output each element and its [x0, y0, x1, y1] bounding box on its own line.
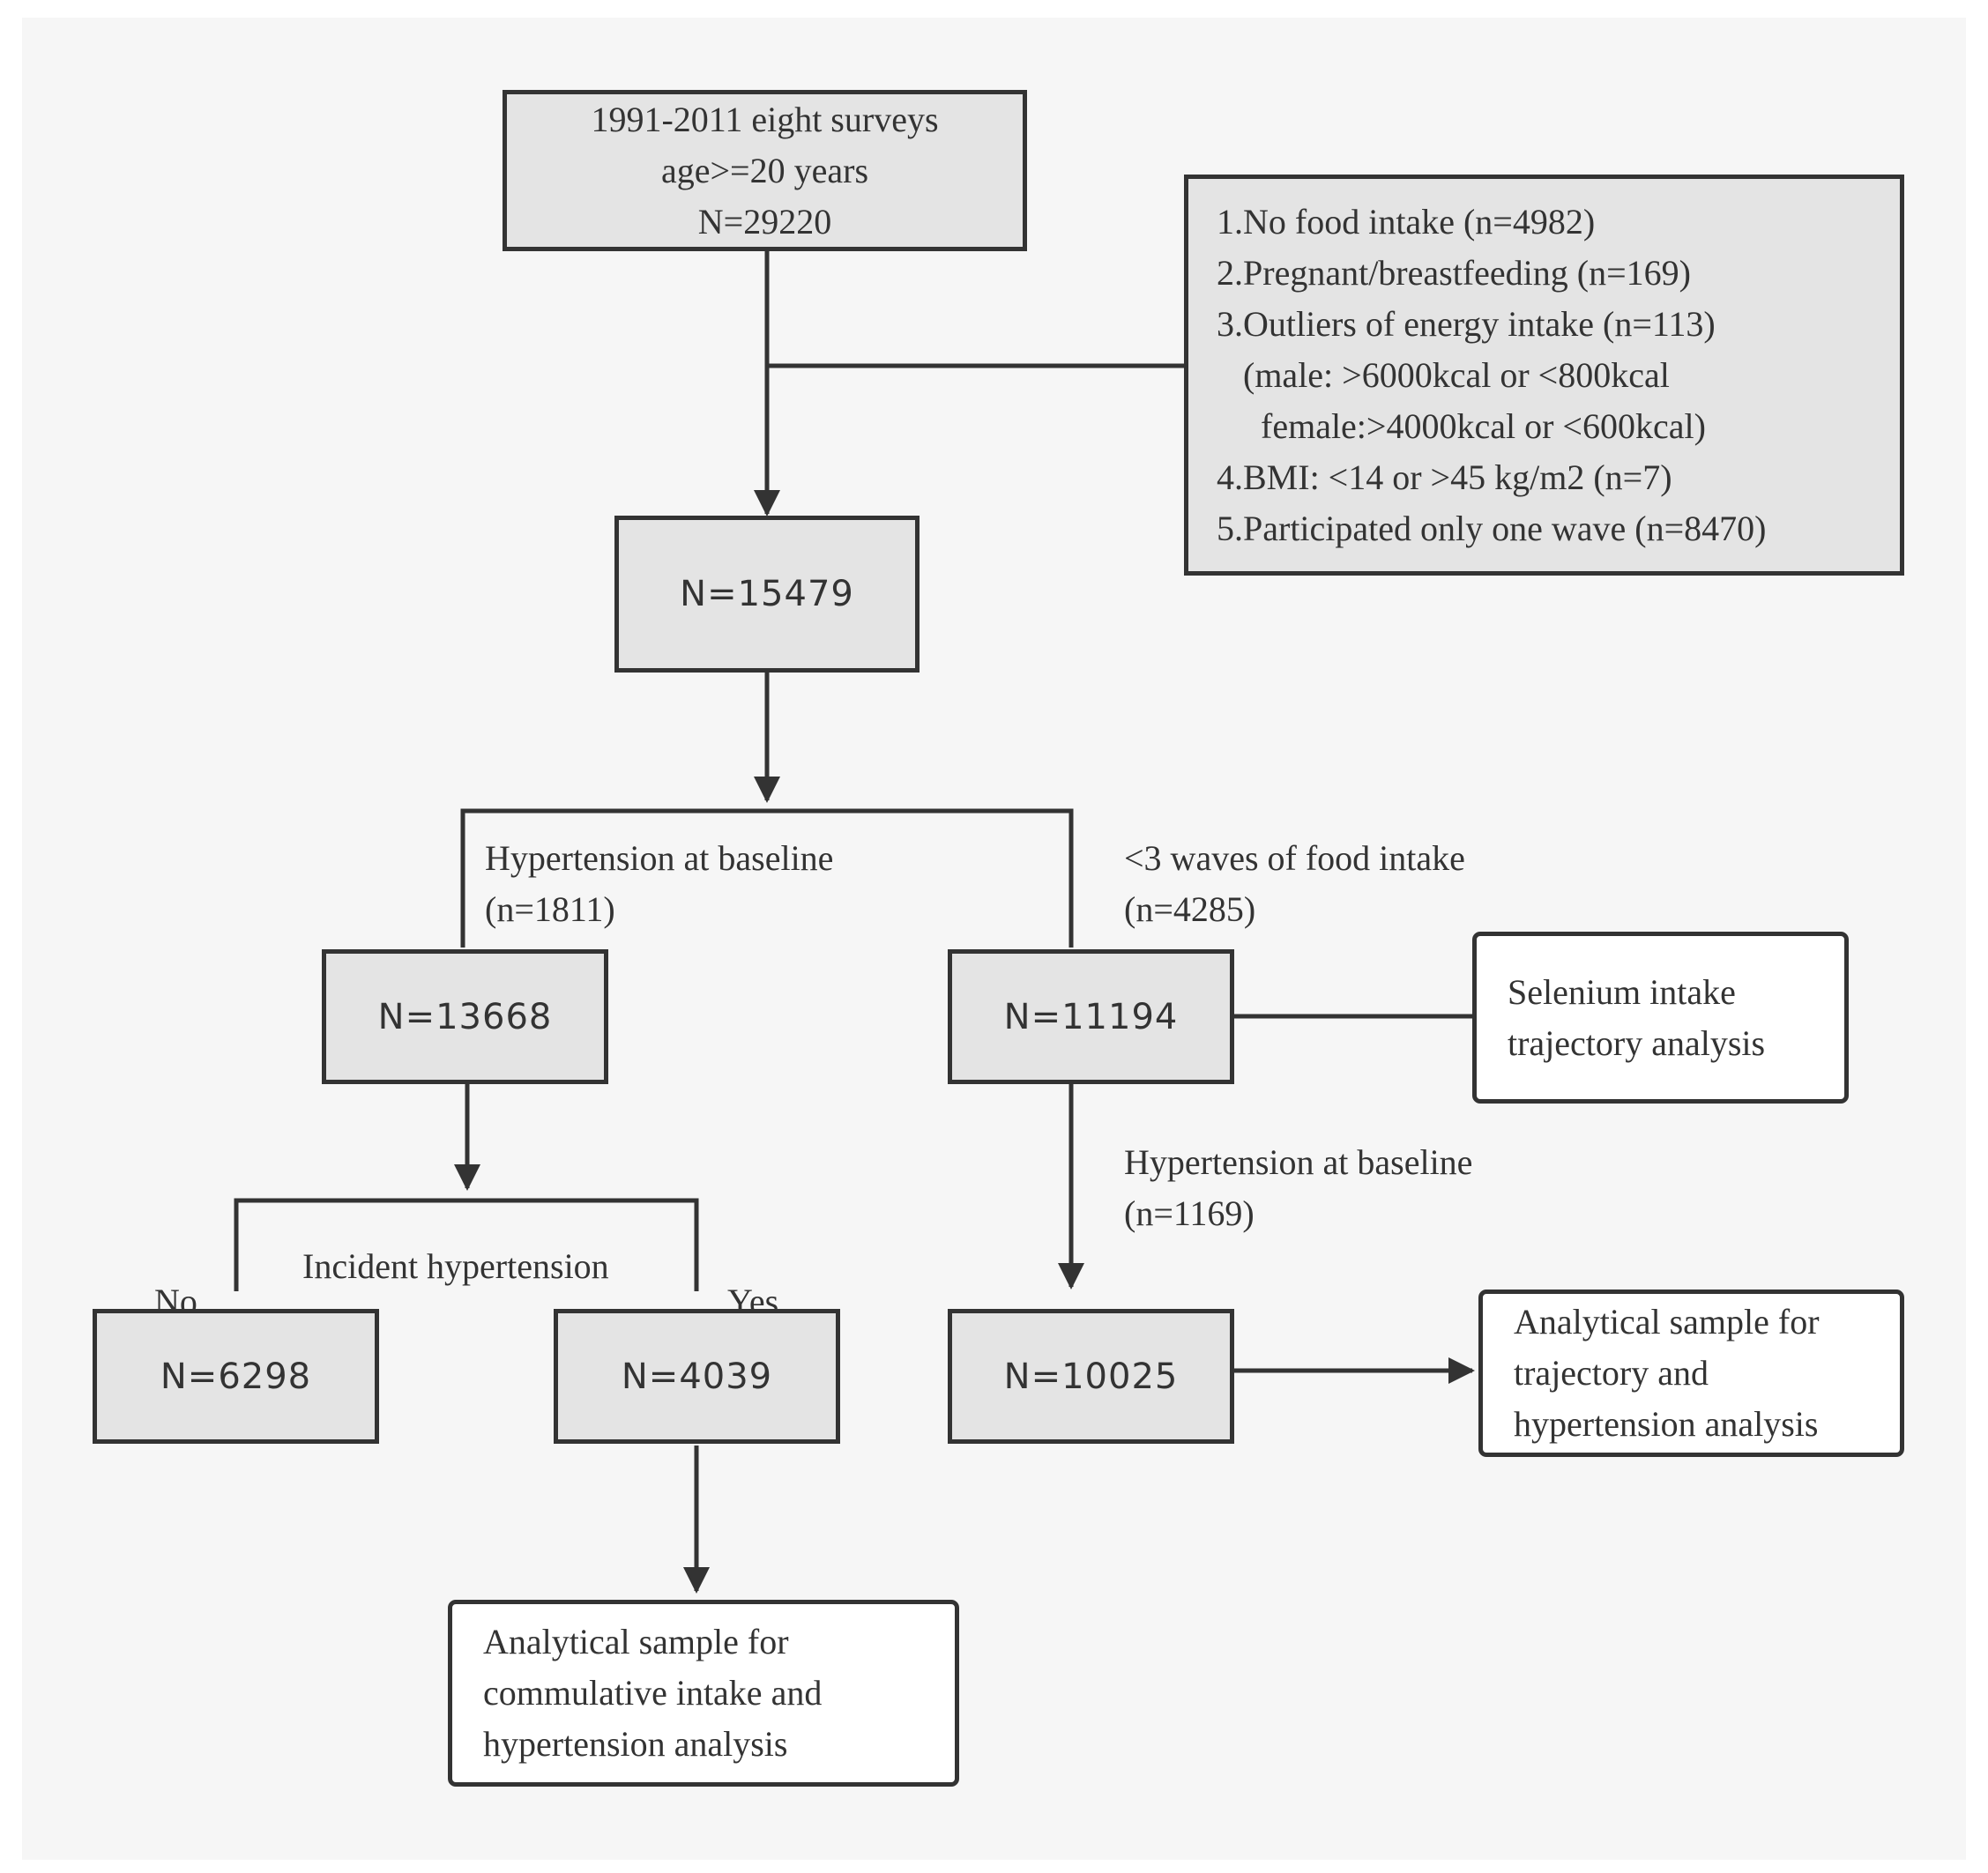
sample-4039-box: N=4039 — [554, 1309, 840, 1444]
sample-10025-label: N=10025 — [1003, 1356, 1179, 1397]
baseline-hypertension-line-2: (n=1169) — [1124, 1193, 1255, 1233]
right-exclusion-label: <3 waves of food intake (n=4285) — [1124, 833, 1465, 935]
exclusion-line-2: 2.Pregnant/breastfeeding (n=169) — [1217, 252, 1691, 293]
flowchart-canvas: 1991-2011 eight surveys age>=20 years N=… — [22, 18, 1966, 1860]
sample-11194-label: N=11194 — [1003, 996, 1179, 1037]
initial-sample-line-2: age>=20 years — [660, 150, 869, 190]
selenium-line-2: trajectory analysis — [1508, 1022, 1766, 1063]
sample-4039-label: N=4039 — [621, 1356, 773, 1397]
left-exclusion-line-1: Hypertension at baseline — [485, 838, 834, 878]
incident-split-bracket — [234, 1198, 699, 1291]
selenium-line-1: Selenium intake — [1508, 971, 1736, 1012]
sample-15479-box: N=15479 — [614, 516, 920, 673]
exclusion-line-5: female:>4000kcal or <600kcal) — [1217, 405, 1706, 446]
exclusion-criteria-box: 1.No food intake (n=4982) 2.Pregnant/bre… — [1184, 175, 1904, 576]
exclusion-line-6: 4.BMI: <14 or >45 kg/m2 (n=7) — [1217, 457, 1672, 497]
trajectory-sample-line-3: hypertension analysis — [1514, 1404, 1819, 1444]
sample-11194-box: N=11194 — [948, 949, 1234, 1084]
baseline-hypertension-line-1: Hypertension at baseline — [1124, 1142, 1473, 1182]
cumulative-sample-line-2: commulative intake and — [483, 1673, 823, 1713]
cumulative-sample-box: Analytical sample for commulative intake… — [448, 1600, 959, 1787]
first-split-bracket — [460, 808, 1074, 948]
cumulative-sample-line-3: hypertension analysis — [483, 1724, 788, 1764]
trajectory-sample-box: Analytical sample for trajectory and hyp… — [1478, 1290, 1904, 1457]
connector-lines — [234, 251, 1475, 1594]
sample-15479-label: N=15479 — [680, 574, 854, 614]
trajectory-sample-line-2: trajectory and — [1514, 1353, 1709, 1393]
sample-6298-box: N=6298 — [93, 1309, 379, 1444]
sample-13668-label: N=13668 — [377, 996, 553, 1037]
exclusion-line-1: 1.No food intake (n=4982) — [1217, 201, 1596, 242]
initial-sample-line-1: 1991-2011 eight surveys — [591, 99, 939, 139]
exclusion-line-7: 5.Participated only one wave (n=8470) — [1217, 508, 1767, 548]
exclusion-line-3: 3.Outliers of energy intake (n=113) — [1217, 303, 1716, 344]
sample-10025-box: N=10025 — [948, 1309, 1234, 1444]
baseline-hypertension-label: Hypertension at baseline (n=1169) — [1124, 1137, 1472, 1239]
cumulative-sample-line-1: Analytical sample for — [483, 1622, 789, 1661]
right-exclusion-line-1: <3 waves of food intake — [1124, 838, 1465, 878]
trajectory-sample-line-1: Analytical sample for — [1514, 1302, 1820, 1342]
exclusion-line-4: (male: >6000kcal or <800kcal — [1217, 354, 1670, 395]
sample-6298-label: N=6298 — [160, 1356, 312, 1397]
right-exclusion-line-2: (n=4285) — [1124, 889, 1256, 929]
initial-sample-line-3: N=29220 — [697, 201, 832, 242]
initial-sample-box: 1991-2011 eight surveys age>=20 years N=… — [503, 90, 1027, 251]
incident-hypertension-label: Incident hypertension — [302, 1246, 609, 1286]
selenium-trajectory-box: Selenium intake trajectory analysis — [1472, 932, 1849, 1104]
left-exclusion-label: Hypertension at baseline (n=1811) — [485, 833, 833, 935]
left-exclusion-line-2: (n=1811) — [485, 889, 615, 929]
sample-13668-box: N=13668 — [322, 949, 608, 1084]
